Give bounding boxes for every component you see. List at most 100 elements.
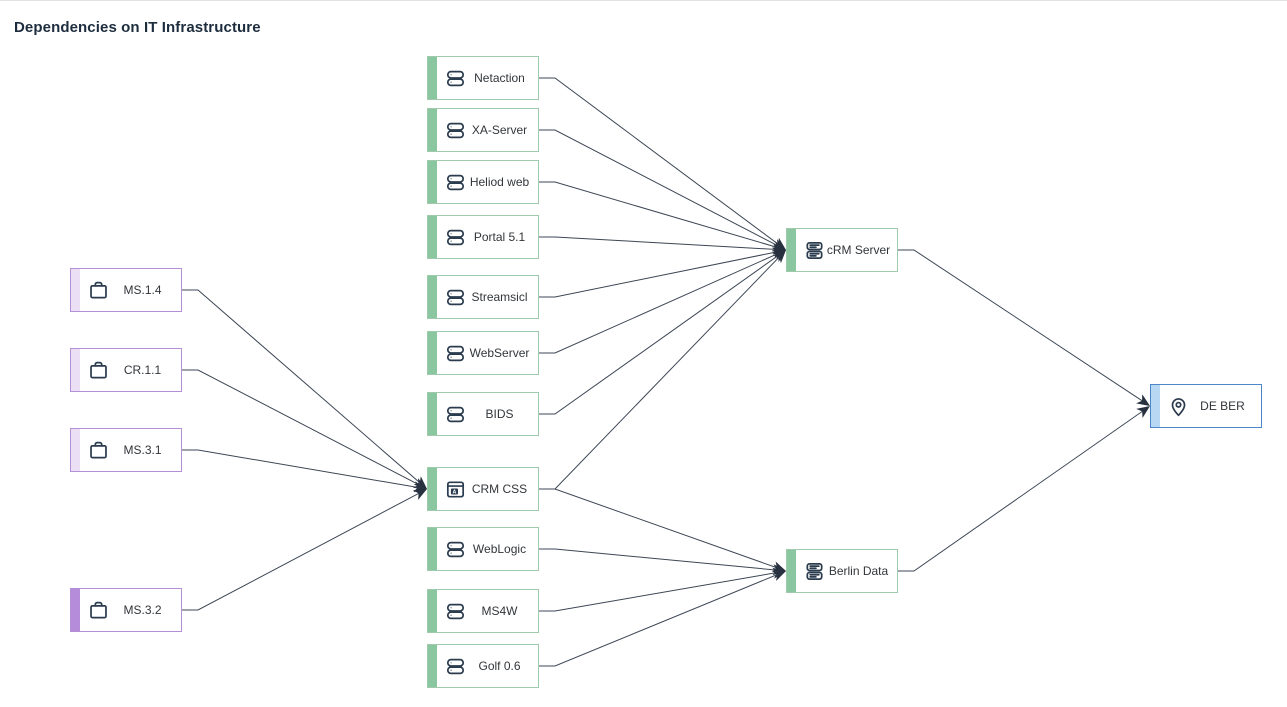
node-label: Portal 5.1: [473, 230, 526, 244]
node-label: Streamsicl: [471, 290, 528, 304]
server-icon: [444, 171, 467, 194]
edge-ms-3-2-to-crm-css: [182, 489, 425, 611]
edge-netaction-to-crm-server: [539, 77, 784, 249]
briefcase-icon: [87, 279, 110, 302]
arrowhead-icon: [773, 250, 786, 264]
server-icon: [444, 226, 467, 249]
node-label: WebLogic: [472, 542, 527, 556]
arrowhead-icon: [771, 570, 786, 581]
edge-webserver-to-crm-server: [539, 250, 784, 354]
edge-bids-to-crm-server: [539, 251, 784, 415]
node-crm-css[interactable]: A CRM CSS: [427, 467, 539, 511]
node-label: Netaction: [474, 71, 525, 85]
arrowhead-icon: [1136, 394, 1150, 406]
node-label: BIDS: [485, 407, 514, 421]
node-label: Heliod web: [469, 175, 530, 189]
server-icon: [444, 600, 467, 623]
edge-berlin-data-to-de-ber: [898, 407, 1148, 572]
node-label: MS.1.4: [123, 283, 162, 297]
node-label: DE BER: [1200, 399, 1245, 413]
edge-xa-server-to-crm-server: [539, 129, 784, 250]
server-icon: [444, 67, 467, 90]
node-berlin-data[interactable]: Berlin Data: [786, 549, 898, 593]
database-server-icon: [803, 560, 826, 583]
node-label: XA-Server: [471, 123, 528, 137]
node-accent-bar: [428, 276, 437, 318]
node-accent-bar: [428, 468, 437, 510]
node-heliod-web[interactable]: Heliod web: [427, 160, 539, 204]
arrowhead-icon: [412, 489, 427, 500]
node-accent-bar: [71, 589, 80, 631]
node-accent-bar: [428, 645, 437, 687]
edge-portal-5-1-to-crm-server: [539, 236, 784, 251]
server-icon: [444, 286, 467, 309]
node-accent-bar: [428, 393, 437, 435]
node-accent-bar: [428, 590, 437, 632]
node-ms4w[interactable]: MS4W: [427, 589, 539, 633]
node-xa-server[interactable]: XA-Server: [427, 108, 539, 152]
page-title: Dependencies on IT Infrastructure: [14, 19, 261, 36]
edge-crm-css-to-crm-server: [539, 251, 785, 490]
svg-text:A: A: [453, 489, 457, 495]
edge-heliod-web-to-crm-server: [539, 181, 784, 250]
edge-golf-0-6-to-berlin-data: [539, 571, 784, 667]
node-label: Golf 0.6: [478, 659, 521, 673]
node-de-ber[interactable]: DE BER: [1150, 384, 1262, 428]
edge-weblogic-to-berlin-data: [539, 548, 784, 572]
node-bids[interactable]: BIDS: [427, 392, 539, 436]
node-cr-1-1[interactable]: CR.1.1: [70, 348, 182, 392]
node-accent-bar: [71, 269, 80, 311]
node-portal-5-1[interactable]: Portal 5.1: [427, 215, 539, 259]
edge-cr-1-1-to-crm-css: [182, 369, 425, 489]
node-accent-bar: [428, 332, 437, 374]
edge-ms-3-1-to-crm-css: [182, 449, 425, 489]
arrowhead-icon: [1136, 406, 1150, 418]
node-accent-bar: [787, 550, 796, 592]
node-accent-bar: [71, 349, 80, 391]
location-pin-icon: [1167, 395, 1190, 418]
node-ms-1-4[interactable]: MS.1.4: [70, 268, 182, 312]
node-label: CR.1.1: [123, 363, 162, 377]
arrowhead-icon: [412, 478, 427, 489]
edge-crm-server-to-de-ber: [898, 249, 1148, 405]
application-icon: A: [444, 478, 467, 501]
node-crm-server[interactable]: cRM Server: [786, 228, 898, 272]
node-accent-bar: [71, 429, 80, 471]
database-server-icon: [803, 239, 826, 262]
node-ms-3-2[interactable]: MS.3.2: [70, 588, 182, 632]
node-label: cRM Server: [826, 243, 891, 257]
node-label: MS4W: [481, 604, 518, 618]
edge-ms-1-4-to-crm-css: [182, 289, 426, 488]
node-label: WebServer: [469, 346, 530, 360]
node-label: Berlin Data: [828, 564, 889, 578]
node-webserver[interactable]: WebServer: [427, 331, 539, 375]
node-netaction[interactable]: Netaction: [427, 56, 539, 100]
node-streamsicl[interactable]: Streamsicl: [427, 275, 539, 319]
node-accent-bar: [428, 57, 437, 99]
node-label: MS.3.2: [123, 603, 162, 617]
node-accent-bar: [428, 109, 437, 151]
server-icon: [444, 655, 467, 678]
server-icon: [444, 403, 467, 426]
edge-streamsicl-to-crm-server: [539, 250, 784, 298]
server-icon: [444, 538, 467, 561]
node-accent-bar: [787, 229, 796, 271]
node-ms-3-1[interactable]: MS.3.1: [70, 428, 182, 472]
node-accent-bar: [1151, 385, 1160, 427]
briefcase-icon: [87, 599, 110, 622]
briefcase-icon: [87, 359, 110, 382]
node-weblogic[interactable]: WebLogic: [427, 527, 539, 571]
edge-ms4w-to-berlin-data: [539, 571, 784, 612]
node-accent-bar: [428, 528, 437, 570]
server-icon: [444, 342, 467, 365]
edge-crm-css-to-berlin-data: [539, 488, 784, 571]
server-icon: [444, 119, 467, 142]
node-label: CRM CSS: [471, 482, 528, 496]
briefcase-icon: [87, 439, 110, 462]
node-golf-0-6[interactable]: Golf 0.6: [427, 644, 539, 688]
node-accent-bar: [428, 216, 437, 258]
node-label: MS.3.1: [123, 443, 162, 457]
